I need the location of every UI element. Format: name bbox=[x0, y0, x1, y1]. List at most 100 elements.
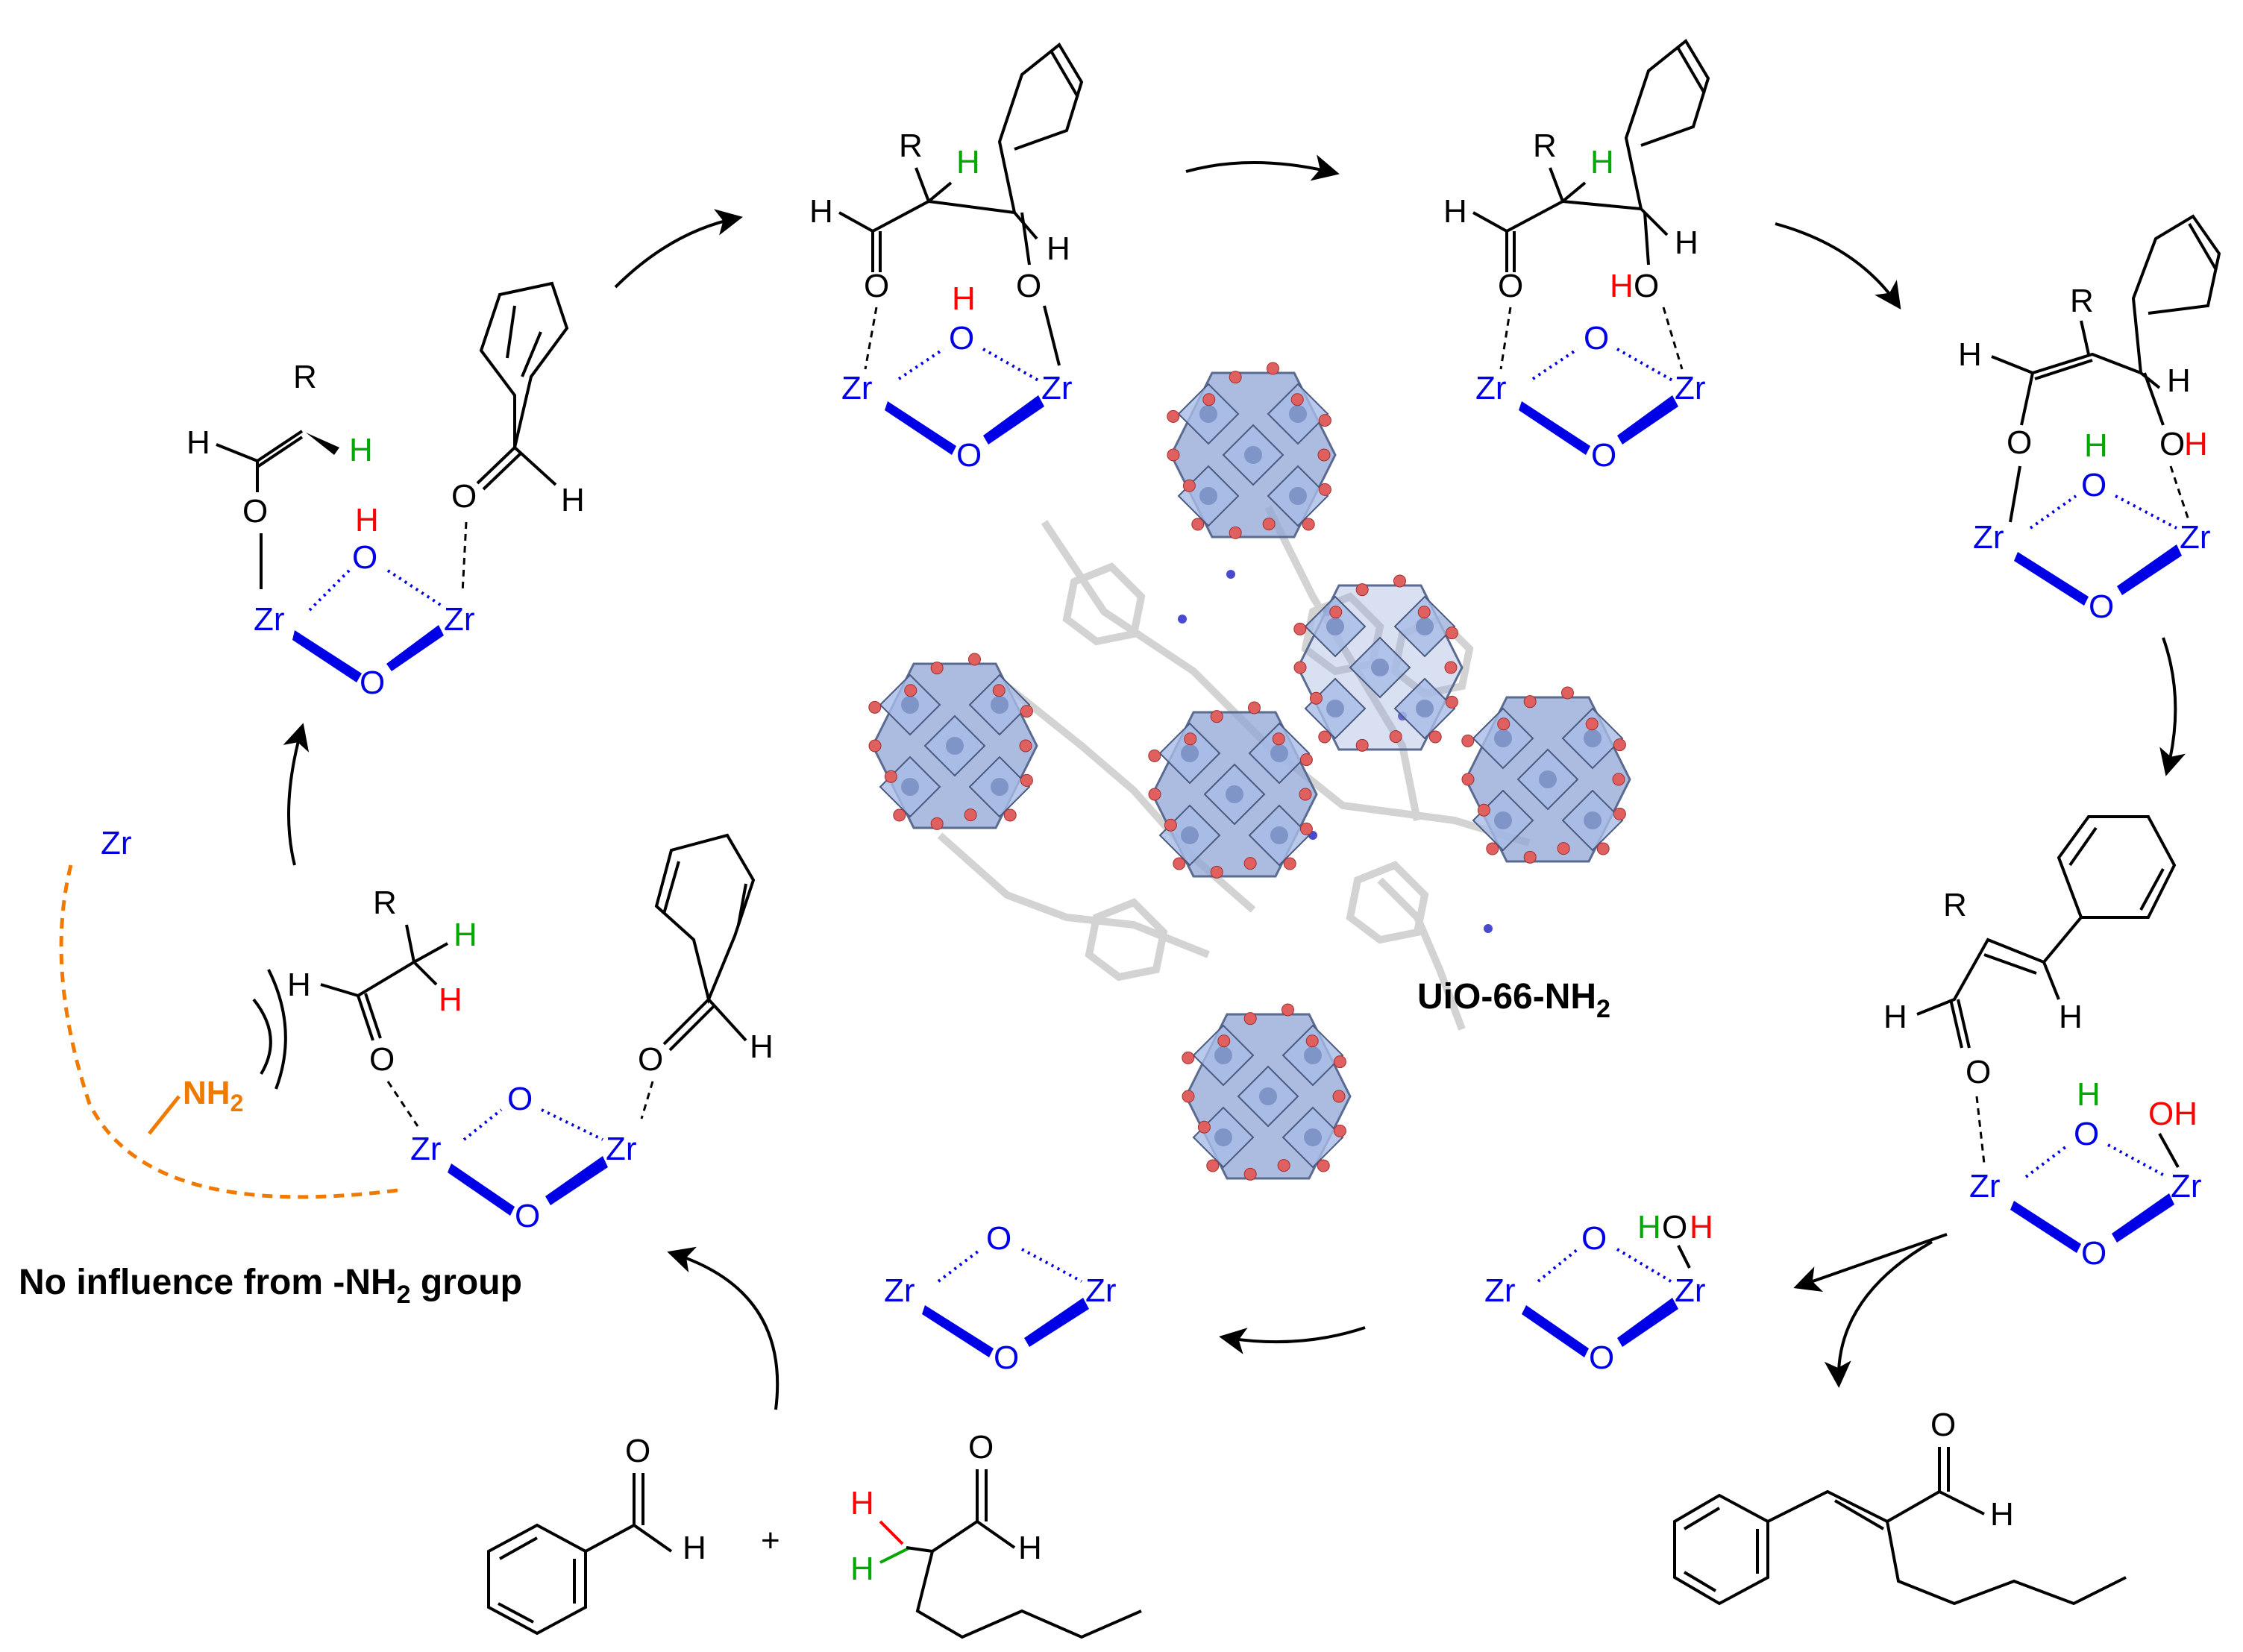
zr-core-8: Zr Zr O O bbox=[410, 1081, 637, 1234]
svg-text:O: O bbox=[1589, 1339, 1614, 1376]
svg-text:O: O bbox=[451, 478, 477, 515]
svg-text:O: O bbox=[1498, 268, 1523, 304]
svg-text:O: O bbox=[2159, 426, 2185, 462]
zr-oxo-clusters bbox=[868, 362, 1631, 1181]
product-jasminaldehyde: O H bbox=[1673, 1407, 2127, 1606]
svg-text:Zr: Zr bbox=[1484, 1272, 1516, 1309]
svg-text:O: O bbox=[1662, 1209, 1687, 1246]
reactant-benzaldehyde: O H bbox=[487, 1433, 706, 1636]
svg-text:Zr: Zr bbox=[1041, 370, 1073, 406]
svg-text:H: H bbox=[287, 967, 311, 1003]
plus-sign: + bbox=[761, 1522, 780, 1559]
svg-text:O: O bbox=[1584, 320, 1609, 357]
svg-text:Zr: Zr bbox=[884, 1272, 915, 1309]
svg-text:Zr: Zr bbox=[101, 825, 132, 861]
svg-text:Zr: Zr bbox=[2171, 1168, 2202, 1205]
svg-text:O: O bbox=[1581, 1220, 1607, 1257]
svg-text:H: H bbox=[952, 280, 976, 317]
zr-cluster bbox=[1461, 686, 1631, 864]
zr-cluster bbox=[1167, 362, 1337, 539]
svg-text:H: H bbox=[561, 482, 585, 518]
svg-text:H: H bbox=[1637, 1209, 1661, 1246]
svg-text:H: H bbox=[1610, 268, 1634, 304]
svg-text:R: R bbox=[2070, 283, 2094, 319]
svg-text:O: O bbox=[242, 493, 268, 530]
svg-text:O: O bbox=[994, 1339, 1019, 1376]
svg-text:H: H bbox=[355, 502, 379, 538]
zr-core-6: Zr Zr O O bbox=[1484, 1220, 1706, 1376]
reactant-heptanal: O H H H bbox=[850, 1429, 1142, 1639]
svg-text:Zr: Zr bbox=[410, 1131, 442, 1167]
svg-text:O: O bbox=[1930, 1407, 1956, 1443]
zr-core-5: Zr Zr O O H bbox=[1969, 1076, 2202, 1272]
svg-text:O: O bbox=[625, 1433, 650, 1469]
svg-text:H: H bbox=[956, 144, 980, 180]
intermediate-enal: R H H O OH bbox=[1883, 815, 2197, 1168]
svg-text:H: H bbox=[1443, 193, 1467, 230]
svg-text:O: O bbox=[638, 1041, 663, 1078]
svg-text:H: H bbox=[349, 432, 373, 468]
intermediate-enol: R H H O O H bbox=[1958, 214, 2221, 523]
svg-text:O: O bbox=[968, 1429, 994, 1466]
zr-cluster bbox=[1293, 574, 1464, 752]
svg-text:Zr: Zr bbox=[606, 1131, 637, 1167]
svg-text:H: H bbox=[186, 424, 210, 461]
intermediate-enolate-benzaldehyde: R H H O O H bbox=[186, 281, 585, 594]
svg-text:R: R bbox=[373, 885, 397, 921]
svg-text:Zr: Zr bbox=[254, 601, 285, 638]
svg-text:H: H bbox=[683, 1530, 706, 1566]
svg-text:O: O bbox=[949, 320, 974, 357]
cycle-arrows bbox=[283, 154, 2186, 1410]
svg-text:H: H bbox=[1018, 1530, 1042, 1566]
svg-text:H: H bbox=[1990, 1496, 2014, 1533]
svg-text:R: R bbox=[1533, 128, 1557, 164]
svg-text:O: O bbox=[1016, 268, 1041, 304]
svg-text:R: R bbox=[1943, 887, 1967, 923]
water-on-zr: H O H bbox=[1637, 1209, 1713, 1269]
svg-text:Zr: Zr bbox=[1675, 370, 1706, 406]
svg-text:Zr: Zr bbox=[1475, 370, 1507, 406]
zr-cluster bbox=[1182, 1003, 1352, 1181]
svg-text:H: H bbox=[850, 1485, 874, 1521]
svg-text:Zr: Zr bbox=[444, 601, 475, 638]
svg-text:O: O bbox=[2007, 424, 2032, 461]
framework-label: UiO-66-NH2 bbox=[1417, 977, 1610, 1023]
svg-text:H: H bbox=[2084, 427, 2108, 464]
zr-core-2: Zr Zr O O H bbox=[841, 280, 1073, 474]
svg-text:H: H bbox=[1690, 1209, 1713, 1246]
uio66-framework-image bbox=[868, 362, 1631, 1181]
svg-text:O: O bbox=[2074, 1116, 2099, 1152]
svg-text:O: O bbox=[1634, 268, 1659, 304]
svg-text:H: H bbox=[2059, 999, 2083, 1035]
zr-core-3: Zr Zr O O bbox=[1475, 320, 1706, 474]
svg-text:O: O bbox=[369, 1041, 395, 1078]
zr-cluster bbox=[868, 653, 1038, 830]
svg-text:Zr: Zr bbox=[1969, 1168, 2001, 1205]
zr-cluster bbox=[1148, 701, 1318, 879]
intermediate-aldol-1: R H H H O O bbox=[809, 43, 1084, 370]
svg-text:H: H bbox=[750, 1028, 774, 1065]
svg-text:Zr: Zr bbox=[2180, 519, 2211, 556]
zr-core-7: Zr Zr O O bbox=[884, 1220, 1117, 1376]
svg-text:O: O bbox=[2089, 588, 2114, 625]
svg-text:H: H bbox=[1047, 230, 1070, 267]
svg-text:H: H bbox=[1958, 336, 1982, 373]
svg-text:O: O bbox=[1591, 437, 1616, 474]
intermediate-adsorbed: R H H H O O H Zr NH2 bbox=[59, 825, 774, 1199]
zr-core-1: Zr Zr O O H bbox=[254, 502, 475, 701]
svg-text:H: H bbox=[2077, 1076, 2101, 1113]
svg-text:O: O bbox=[515, 1198, 540, 1234]
svg-text:R: R bbox=[899, 128, 923, 164]
svg-text:O: O bbox=[2081, 1235, 2106, 1272]
svg-text:H: H bbox=[1675, 224, 1698, 261]
svg-text:O: O bbox=[864, 268, 889, 304]
svg-text:O: O bbox=[360, 665, 385, 701]
no-influence-note: No influence from -NH2 group bbox=[19, 1263, 522, 1309]
zr-core-4: Zr Zr O O H bbox=[1973, 427, 2211, 625]
svg-text:H: H bbox=[454, 917, 477, 953]
svg-text:Zr: Zr bbox=[841, 370, 873, 406]
svg-text:O: O bbox=[507, 1081, 533, 1117]
intermediate-aldol-2: R H H H O H O bbox=[1443, 39, 1710, 370]
svg-text:H: H bbox=[809, 193, 833, 230]
